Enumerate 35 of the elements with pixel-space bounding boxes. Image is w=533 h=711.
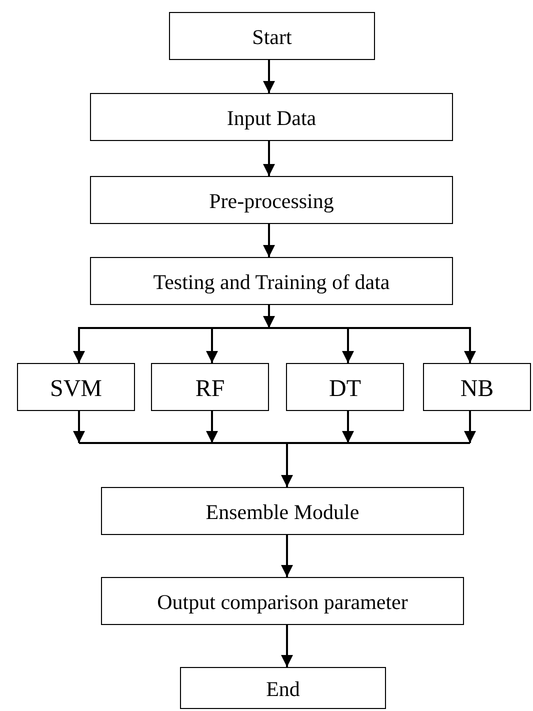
process-box	[151, 363, 269, 411]
arrow	[206, 411, 218, 443]
box-label: DT	[329, 374, 361, 402]
process-box	[101, 487, 464, 535]
arrow	[281, 535, 293, 577]
box-label: Ensemble Module	[206, 499, 360, 525]
arrow	[206, 327, 269, 363]
process-box	[90, 257, 453, 305]
box-label: Pre-processing	[209, 188, 334, 214]
process-box	[180, 667, 386, 709]
box-label: NB	[460, 374, 494, 402]
arrow	[464, 411, 476, 443]
arrow	[281, 625, 293, 667]
arrow	[263, 141, 275, 176]
box-label: SVM	[50, 374, 102, 402]
arrow	[269, 327, 476, 363]
process-box	[169, 12, 375, 60]
box-label: Input Data	[226, 105, 316, 131]
process-box	[17, 363, 135, 411]
box-label: Testing and Training of data	[153, 269, 390, 295]
arrow	[263, 60, 275, 93]
box-label: Output comparison parameter	[157, 589, 408, 615]
arrow	[73, 411, 85, 443]
box-label: End	[266, 676, 300, 702]
arrow	[78, 442, 471, 488]
arrow	[342, 411, 354, 443]
process-box	[90, 176, 453, 224]
box-label: Start	[252, 24, 292, 50]
process-box	[286, 363, 404, 411]
arrow	[263, 224, 275, 257]
process-box	[90, 93, 453, 141]
arrow	[263, 305, 275, 328]
process-box	[423, 363, 531, 411]
process-box	[101, 577, 464, 625]
box-label: RF	[195, 374, 225, 402]
